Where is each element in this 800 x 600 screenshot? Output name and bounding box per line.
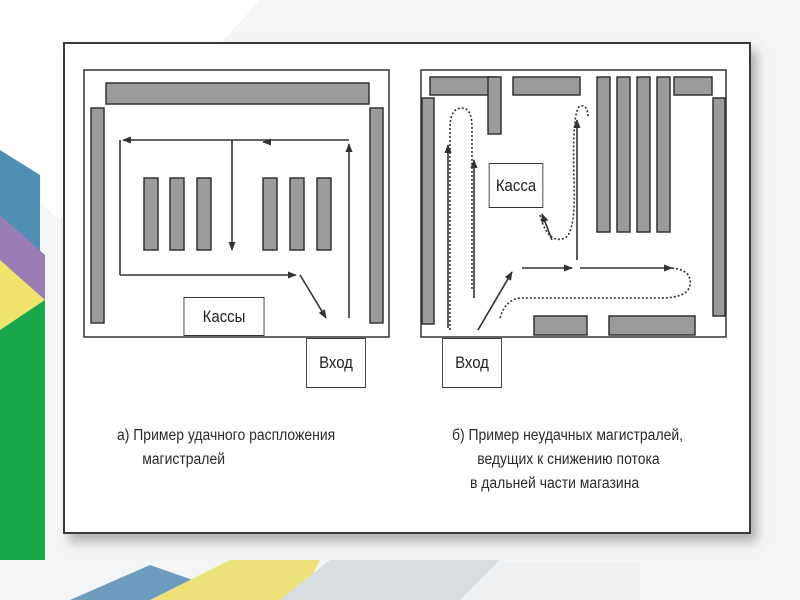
left-caption-line-1: а) Пример удачного распложения xyxy=(117,427,336,444)
right-arrow-to-center xyxy=(477,271,513,331)
left-store-plan xyxy=(83,69,390,338)
right-flow-arrows xyxy=(444,104,691,331)
right-register-label: Касса xyxy=(495,175,537,195)
bg-yellow-shape xyxy=(0,260,45,330)
right-dotted-loop xyxy=(499,267,691,319)
left-shelf-top xyxy=(105,82,370,105)
left-entrance-label: Вход xyxy=(319,353,353,372)
left-registers-label: Кассы xyxy=(202,306,246,326)
bg-green-shape xyxy=(0,300,45,560)
left-shelf-right xyxy=(369,107,384,324)
left-rack-6 xyxy=(316,177,332,251)
right-arrow-left-up xyxy=(449,107,473,330)
right-rack-3 xyxy=(636,76,651,233)
left-caption-line-2: магистралей xyxy=(142,451,226,468)
right-register-box: Касса xyxy=(488,163,544,208)
right-shelf-top-left xyxy=(429,76,496,96)
bg-bottom-white xyxy=(460,562,640,600)
right-shelf-left xyxy=(421,97,435,325)
right-caption-line-2: ведущих к снижению потока xyxy=(477,451,660,468)
left-registers-box: Кассы xyxy=(183,297,265,336)
right-shelf-right xyxy=(712,97,726,317)
left-rack-1 xyxy=(143,177,159,251)
left-entrance-box: Вход xyxy=(306,338,366,388)
right-rack-4 xyxy=(656,76,671,233)
right-entrance-label: Вход xyxy=(455,353,489,372)
left-rack-5 xyxy=(289,177,305,251)
right-shelf-top-mid xyxy=(512,76,581,96)
left-store-outline xyxy=(83,69,390,338)
right-arrow-to-register xyxy=(541,213,553,241)
left-caption: а) Пример удачного распложения магистрал… xyxy=(117,424,335,472)
right-shelf-top-right xyxy=(673,76,713,96)
left-rack-3 xyxy=(196,177,212,251)
right-rack-2 xyxy=(616,76,631,233)
right-caption-line-3: в дальней части магазина xyxy=(470,475,640,492)
right-rack-1 xyxy=(596,76,611,233)
bg-bottom-grey xyxy=(280,560,500,600)
right-shelf-bottom-1 xyxy=(533,315,588,336)
left-rack-4 xyxy=(262,177,278,251)
bg-bottom-yellow xyxy=(150,560,320,600)
right-caption-line-1: б) Пример неудачных магистралей, xyxy=(452,427,684,444)
right-caption: б) Пример неудачных магистралей, ведущих… xyxy=(452,424,683,496)
left-arrow-to-exit xyxy=(299,274,327,319)
right-shelf-bottom-2 xyxy=(608,315,696,336)
left-flow-arrows xyxy=(119,136,353,319)
right-shelf-stub xyxy=(487,76,502,135)
left-rack-2 xyxy=(169,177,185,251)
left-shelf-left xyxy=(90,107,105,324)
right-entrance-box: Вход xyxy=(442,338,502,388)
